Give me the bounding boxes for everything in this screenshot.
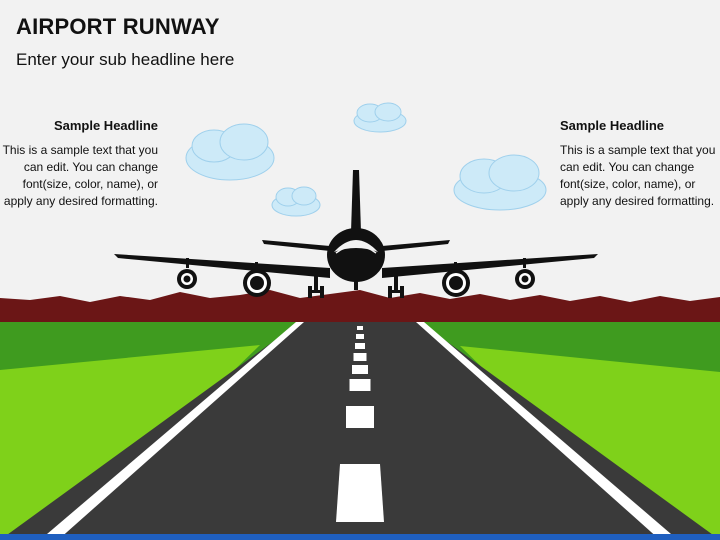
left-body-text: This is a sample text that you can edit.… <box>2 143 158 208</box>
runway-center-line <box>336 326 384 522</box>
grass-field-light-right <box>460 346 720 540</box>
cloud-icon <box>453 154 547 211</box>
left-headline: Sample Headline <box>53 118 158 133</box>
cloud-icon <box>353 102 407 133</box>
right-headline: Sample Headline <box>560 118 665 133</box>
runway-edge-left <box>40 322 304 540</box>
slide-subtitle: Enter your sub headline here <box>16 50 235 69</box>
slide-title: AIRPORT RUNWAY <box>16 14 220 39</box>
footer-bar <box>0 534 720 540</box>
right-body-text: This is a sample text that you can edit.… <box>560 143 716 208</box>
airplane-icon <box>114 170 598 298</box>
runway-edge-right <box>416 322 678 540</box>
grass-field-light-left <box>0 345 260 540</box>
cloud-icon <box>185 123 275 181</box>
mountain-ridge <box>0 290 720 325</box>
cloud-icon <box>271 186 321 217</box>
runway <box>0 322 720 540</box>
